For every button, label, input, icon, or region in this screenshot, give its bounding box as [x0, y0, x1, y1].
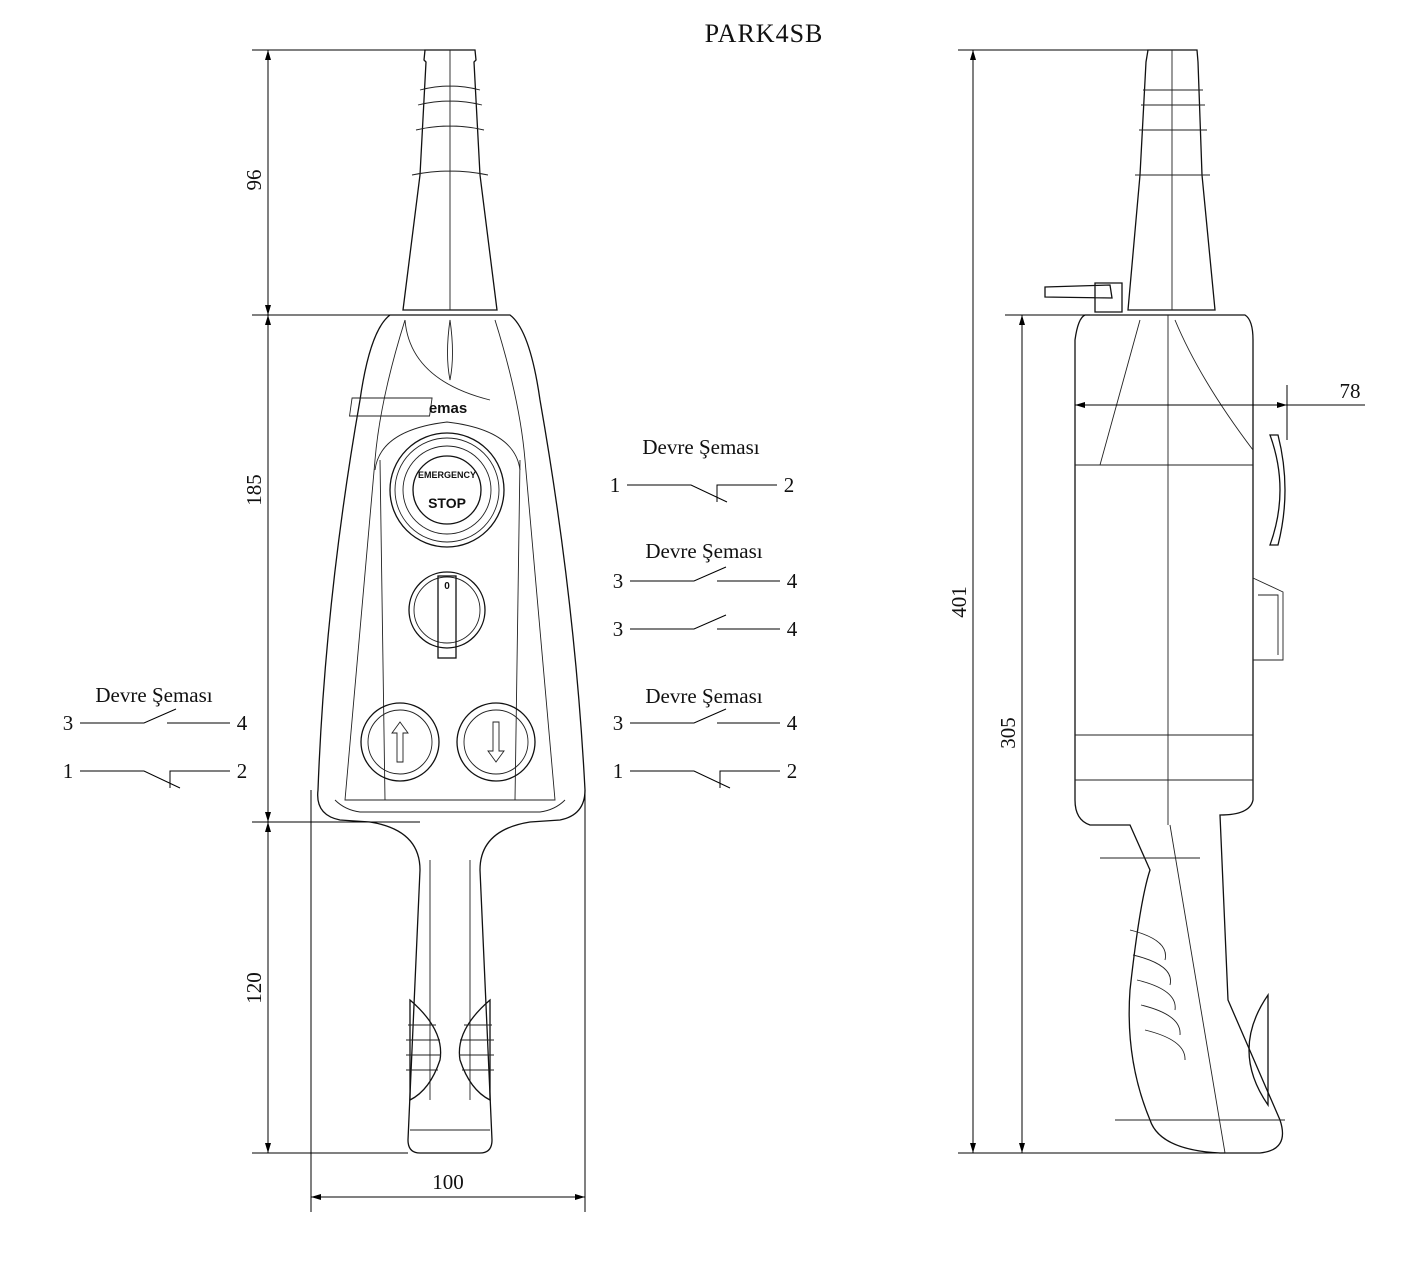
- terminal-label: 4: [787, 617, 798, 641]
- dim-label-100: 100: [432, 1170, 464, 1194]
- terminal-label: 1: [610, 473, 621, 497]
- scheme-label: Devre Şeması: [645, 684, 762, 708]
- terminal-label: 4: [787, 711, 798, 735]
- scheme-label: Devre Şeması: [645, 539, 762, 563]
- svg-text:emas: emas: [429, 400, 467, 417]
- selector-switch: 0: [408, 571, 486, 659]
- terminal-label: 2: [784, 473, 795, 497]
- scheme-label: Devre Şeması: [642, 435, 759, 459]
- emas-logo: emas: [349, 397, 467, 417]
- terminal-label: 3: [613, 569, 624, 593]
- contact-symbol: [630, 614, 780, 630]
- arrow-down-icon: [487, 721, 505, 763]
- front-view: emas EMERGENCY STOP 0: [317, 49, 586, 1154]
- drawing-title: PARK4SB: [705, 19, 824, 48]
- contact-symbol: [80, 708, 230, 724]
- terminal-label: 1: [613, 759, 624, 783]
- scheme-label: Devre Şeması: [95, 683, 212, 707]
- terminal-label: 4: [237, 711, 248, 735]
- side-dimensions: 401 305 78: [947, 49, 1365, 1154]
- emergency-stop-button: EMERGENCY STOP: [374, 421, 521, 548]
- down-push-button: [456, 702, 536, 782]
- side-grip: [1248, 992, 1269, 1108]
- dim-label-120: 120: [242, 972, 266, 1004]
- side-hook: [1044, 282, 1123, 313]
- svg-text:STOP: STOP: [428, 495, 466, 511]
- dim-label-305: 305: [996, 717, 1020, 749]
- contact-symbol: [627, 484, 777, 503]
- contact-symbol: [630, 708, 780, 724]
- arrow-up-icon: [391, 721, 409, 763]
- terminal-label: 3: [613, 617, 624, 641]
- terminal-label: 3: [613, 711, 624, 735]
- dim-label-185: 185: [242, 474, 266, 506]
- dim-label-78: 78: [1340, 379, 1361, 403]
- handle-grips: [406, 998, 494, 1102]
- side-cable-gland: [1127, 49, 1216, 311]
- svg-text:0: 0: [444, 581, 450, 592]
- front-dimensions: 96 185 120 100: [242, 49, 586, 1212]
- side-body: [1074, 314, 1286, 1154]
- side-grip-ribs: [1129, 929, 1186, 1061]
- cable-gland: [402, 49, 498, 311]
- contact-symbol: [630, 566, 780, 582]
- side-estop-profile: [1269, 434, 1286, 546]
- side-view: [1044, 49, 1286, 1154]
- terminal-label: 2: [787, 759, 798, 783]
- terminal-label: 1: [63, 759, 74, 783]
- side-selector-profile: [1252, 577, 1284, 661]
- svg-text:EMERGENCY: EMERGENCY: [418, 470, 476, 480]
- terminal-label: 4: [787, 569, 798, 593]
- dim-label-401: 401: [947, 586, 971, 618]
- terminal-label: 3: [63, 711, 74, 735]
- contact-symbol: [630, 770, 780, 789]
- dim-label-96: 96: [242, 170, 266, 191]
- terminal-label: 2: [237, 759, 248, 783]
- up-push-button: [360, 702, 440, 782]
- pendant-body: [317, 314, 586, 1154]
- contact-symbol: [80, 770, 230, 789]
